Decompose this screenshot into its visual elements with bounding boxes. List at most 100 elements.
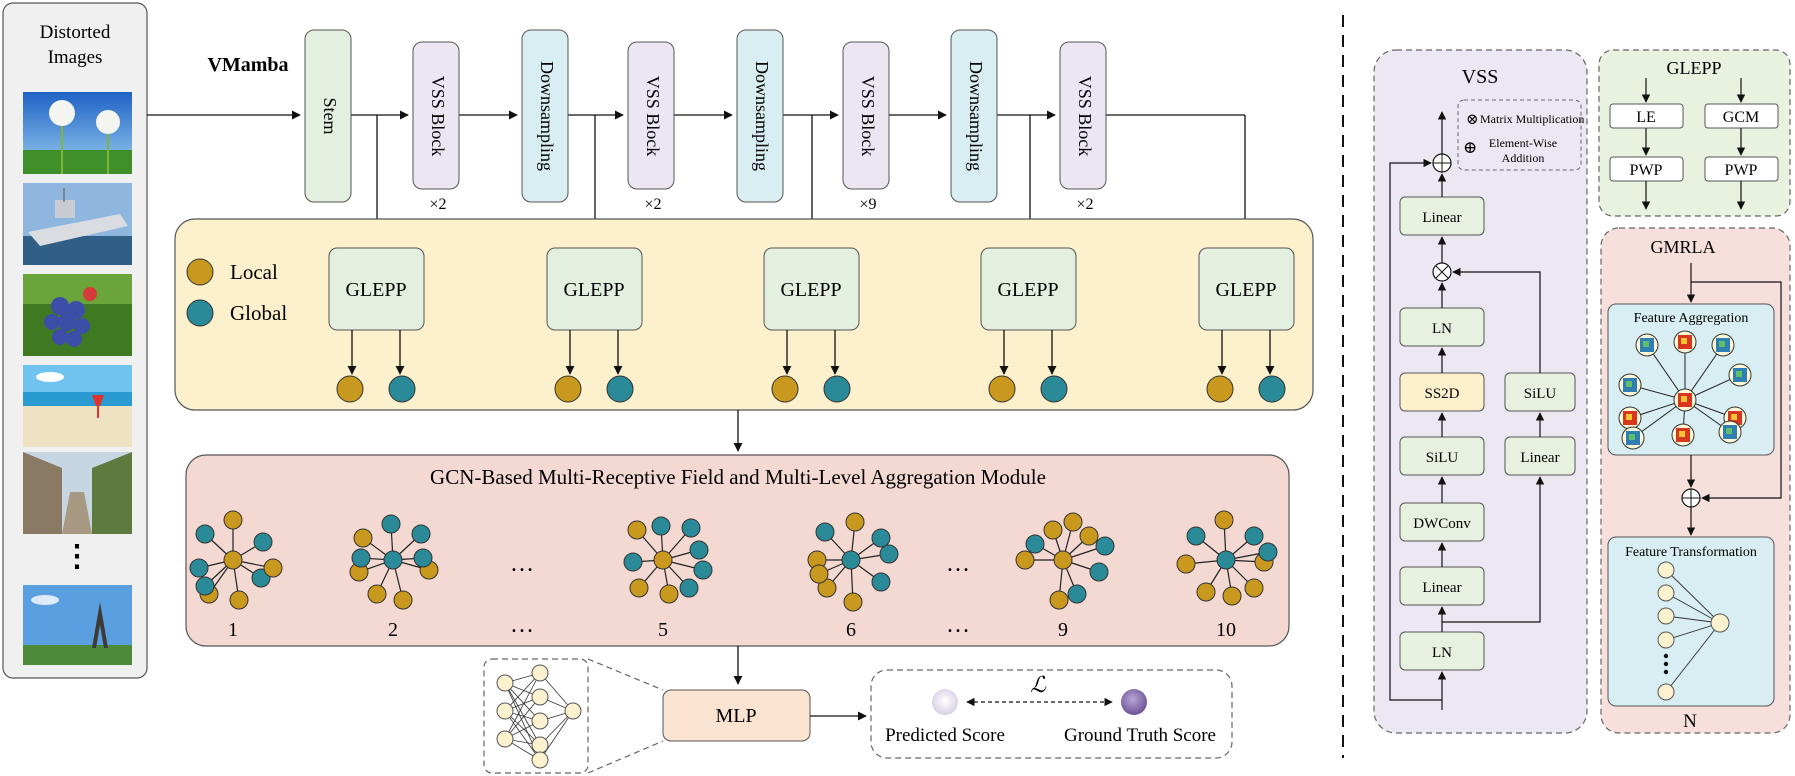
transform-input-node-2 — [1657, 584, 1675, 602]
graph-2-center — [383, 550, 403, 570]
vss-block-2-repeat: ×2 — [644, 196, 661, 213]
downsampling-2-label: Downsampling — [752, 61, 772, 171]
transform-output-node — [1710, 613, 1730, 633]
mlp-network-icon — [496, 664, 582, 769]
graph-label-3: 5 — [658, 619, 668, 641]
aggregation-tile-6 — [1618, 406, 1642, 430]
glepp-unit-3: GLEPP — [763, 247, 860, 403]
mlp-icon-node-8 — [531, 751, 549, 769]
image-dandelions — [23, 92, 132, 174]
graph-3-node-7 — [629, 578, 649, 598]
image-beach — [23, 365, 132, 447]
vss-detail-panel: VSS ⊗ Matrix Multiplication ⊕ Element-Wi… — [1373, 49, 1588, 734]
image-alley — [23, 452, 132, 534]
stem-label: Stem — [320, 97, 340, 134]
graph-label-1: 1 — [228, 619, 238, 641]
graph-3-node-2 — [651, 516, 671, 536]
images-ellipsis: ⋮ — [62, 540, 92, 573]
mult-legend-label: Matrix Multiplication — [1480, 112, 1584, 126]
global-feature-3 — [823, 375, 851, 403]
glepp-unit-5: GLEPP — [1198, 247, 1295, 403]
vss-block-3-label: VSS Block — [858, 76, 878, 157]
distorted-title-line2: Images — [48, 47, 103, 68]
graph-2-node-1 — [353, 528, 373, 548]
graph-5-node-5 — [1095, 536, 1115, 556]
aggregation-tile-9 — [1671, 423, 1695, 447]
graph-3-node-6 — [693, 560, 713, 580]
graph-1-node-1 — [195, 524, 215, 544]
graph-5-node-4 — [1079, 526, 1099, 546]
graph-3-node-5 — [689, 540, 709, 560]
distorted-images-panel: Distorted Images — [2, 2, 148, 679]
transformation-network — [1657, 561, 1730, 701]
graph-6-node-4 — [1176, 554, 1196, 574]
local-feature-1 — [336, 375, 364, 403]
graph-2-node-6 — [413, 548, 433, 568]
vss-linear-left-label: Linear — [1422, 580, 1461, 596]
mlp-icon-node-1 — [496, 674, 514, 692]
feature-transformation-label: Feature Transformation — [1625, 545, 1757, 560]
graph-1-node-9 — [195, 576, 215, 596]
vss-block-1-label: VSS Block — [428, 76, 448, 157]
graph-4-node-8 — [871, 572, 891, 592]
transform-input-node-5 — [1657, 683, 1675, 701]
graph-6-node-9 — [1258, 542, 1278, 562]
vss-ln-bottom-label: LN — [1432, 645, 1452, 661]
graph-1-node-8 — [229, 590, 249, 610]
graph-2-node-3 — [411, 524, 431, 544]
vss-mult-op — [1432, 262, 1452, 282]
glepp-detail-title: GLEPP — [1666, 58, 1721, 78]
glepp-panel: Local Global GLEPP GLEPP GLEPP — [174, 218, 1314, 411]
aggregation-tile-2 — [1673, 330, 1697, 354]
downsampling-3: Downsampling — [950, 29, 998, 203]
graph-3-node-4 — [623, 552, 643, 572]
gcn-graphs — [189, 510, 1278, 612]
graph-5-node-7 — [1089, 562, 1109, 582]
mlp-label: MLP — [715, 705, 756, 727]
graph-5-node-2 — [1043, 520, 1063, 540]
gcm-label: GCM — [1723, 109, 1759, 126]
graph-label-2: 2 — [388, 619, 398, 641]
vss-block-1-repeat: ×2 — [429, 196, 446, 213]
graph-5-node-6 — [1015, 550, 1035, 570]
aggregation-tile-5 — [1728, 363, 1752, 387]
graph-label-5: 9 — [1058, 619, 1068, 641]
vss-block-2: VSS Block ×2 — [627, 41, 675, 213]
mlp-icon-node-3 — [496, 730, 514, 748]
graph-1-center — [223, 550, 243, 570]
image-blueberries — [23, 274, 132, 356]
downsampling-1-label: Downsampling — [537, 61, 557, 171]
mlp-section: MLP ℒ Predicted Score Ground Truth Score — [483, 658, 1233, 774]
legend-local-label: Local — [230, 260, 278, 284]
graph-6-node-1 — [1186, 526, 1206, 546]
ground-truth-score-label: Ground Truth Score — [1064, 725, 1216, 746]
glepp-unit-1-label: GLEPP — [345, 279, 406, 301]
aggregation-tile-8 — [1621, 426, 1645, 450]
graph-1-node-6 — [263, 558, 283, 578]
graph-4-node-9 — [809, 564, 829, 584]
vmamba-backbone: VMamba Stem VSS Block ×2 Downsampling — [147, 29, 1250, 247]
mlp-icon-node-4 — [531, 664, 549, 682]
aggregation-tile-4 — [1618, 373, 1642, 397]
vss-detail-title: VSS — [1462, 66, 1499, 88]
graph-5-node-8 — [1049, 590, 1069, 610]
mlp-icon-node-5 — [531, 688, 549, 706]
downsampling-3-label: Downsampling — [966, 61, 986, 171]
graph-3-node-1 — [627, 520, 647, 540]
feature-transformation-box — [1607, 536, 1775, 707]
graph-1-node-2 — [223, 510, 243, 530]
graph-2-node-2 — [381, 514, 401, 534]
graph-2-node-7 — [367, 584, 387, 604]
transform-input-node-4 — [1657, 631, 1675, 649]
glepp-unit-4-label: GLEPP — [997, 279, 1058, 301]
glepp-unit-2-label: GLEPP — [563, 279, 624, 301]
downsampling-2: Downsampling — [736, 29, 784, 203]
graph-6-center — [1216, 550, 1236, 570]
vss-legend-box — [1457, 99, 1582, 171]
graph-4-node-3 — [871, 528, 891, 548]
vss-block-4-repeat: ×2 — [1076, 196, 1093, 213]
graph-2-node-9 — [351, 548, 371, 568]
vss-block-3-repeat: ×9 — [859, 196, 876, 213]
vss-dwconv-label: DWConv — [1413, 516, 1471, 532]
